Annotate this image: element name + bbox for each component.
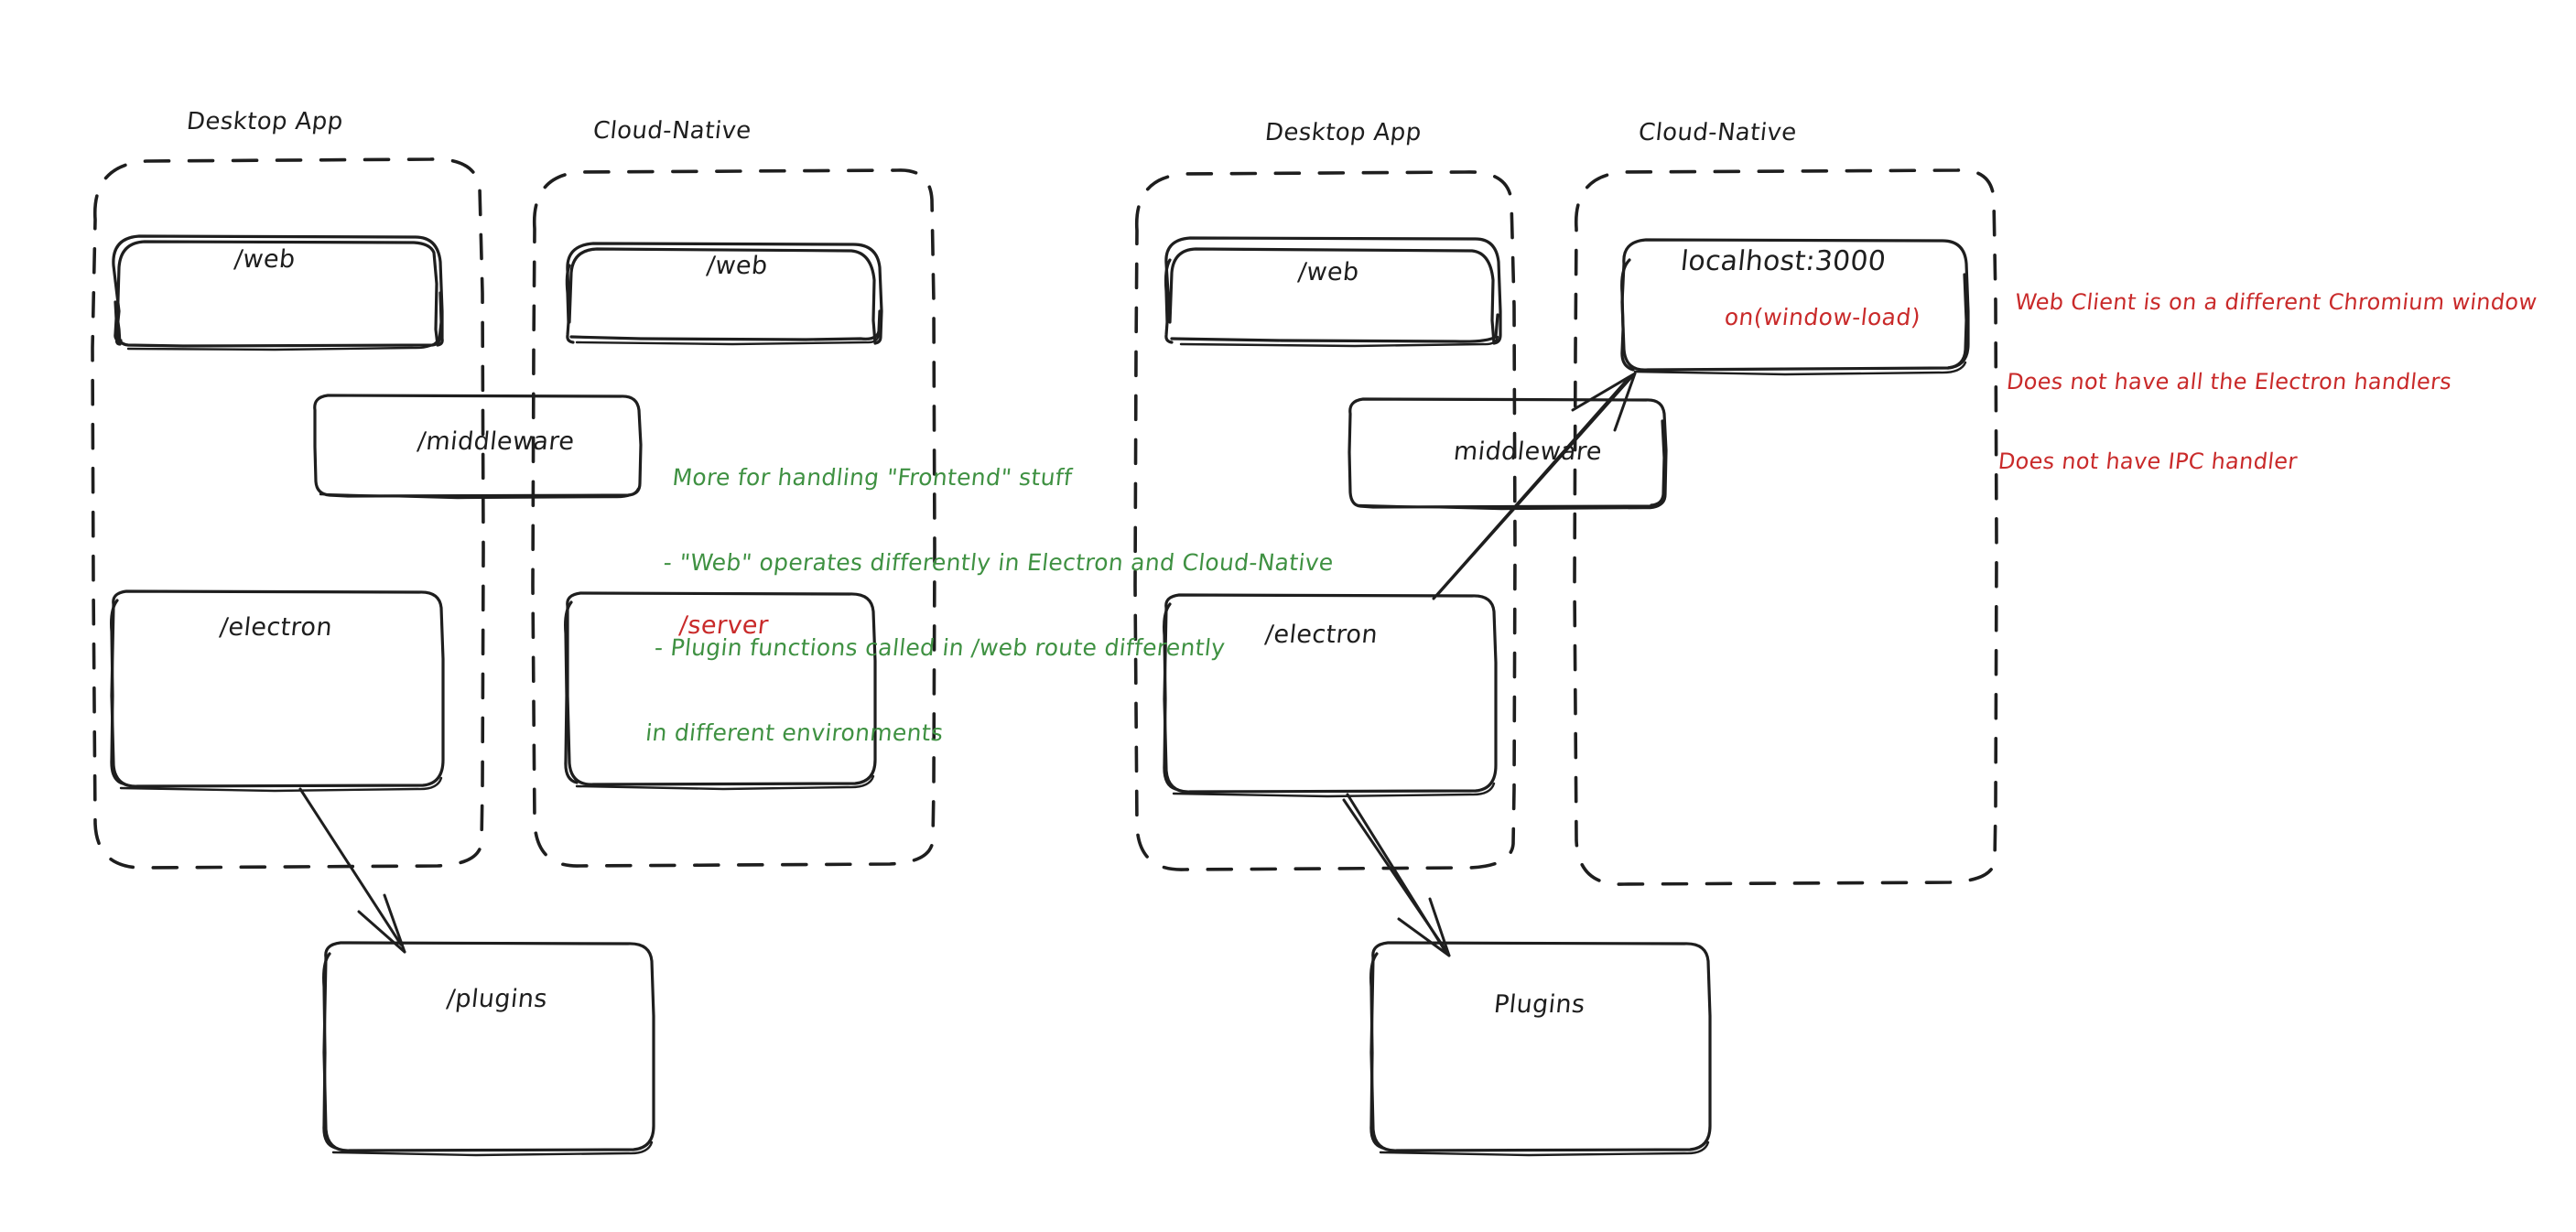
green-annotation-line-2: - "Web" operates differently in Electron… bbox=[662, 549, 1336, 576]
right-localhost-sublabel: on(window-load) bbox=[1723, 304, 1922, 330]
right-desktop-web-label: /web bbox=[1296, 258, 1361, 286]
left-plugins-label: /plugins bbox=[445, 985, 549, 1013]
right-desktop-app-label: Desktop App bbox=[1263, 119, 1423, 146]
right-cloud-native-label: Cloud-Native bbox=[1637, 119, 1799, 146]
right-localhost-label: localhost:3000 bbox=[1679, 245, 1888, 277]
right-arrow-electron-to-localhost bbox=[1432, 372, 1637, 600]
right-plugins-box bbox=[1369, 941, 1712, 1157]
red-annotation-line-1: Web Client is on a different Chromium wi… bbox=[2013, 289, 2538, 315]
left-cloud-web-label: /web bbox=[705, 252, 770, 280]
left-cloud-native-label: Cloud-Native bbox=[591, 117, 753, 145]
right-arrow-electron-to-plugins bbox=[1342, 793, 1451, 957]
green-annotation-line-3: - Plugin functions called in /web route … bbox=[653, 634, 1227, 661]
left-middleware-label: /middleware bbox=[416, 427, 577, 456]
left-arrow-electron-to-plugins bbox=[298, 787, 406, 954]
left-plugins-box bbox=[322, 941, 655, 1157]
green-annotation-note: More for handling "Frontend" stuff - "We… bbox=[638, 406, 1349, 804]
left-desktop-app-label: Desktop App bbox=[185, 108, 345, 135]
red-annotation-line-2: Does not have all the Electron handlers bbox=[2005, 369, 2453, 394]
left-desktop-web-label: /web bbox=[233, 245, 298, 274]
right-desktop-web-box bbox=[1164, 236, 1502, 348]
left-electron-label: /electron bbox=[218, 613, 334, 642]
red-annotation-note: Web Client is on a different Chromium wi… bbox=[1991, 236, 2544, 528]
green-annotation-line-1: More for handling "Frontend" stuff bbox=[671, 464, 1074, 491]
green-annotation-line-4: in different environments bbox=[644, 719, 945, 746]
right-middleware-label: middleware bbox=[1452, 438, 1604, 466]
red-annotation-line-3: Does not have IPC handler bbox=[1997, 448, 2300, 474]
right-plugins-label: Plugins bbox=[1492, 990, 1587, 1019]
